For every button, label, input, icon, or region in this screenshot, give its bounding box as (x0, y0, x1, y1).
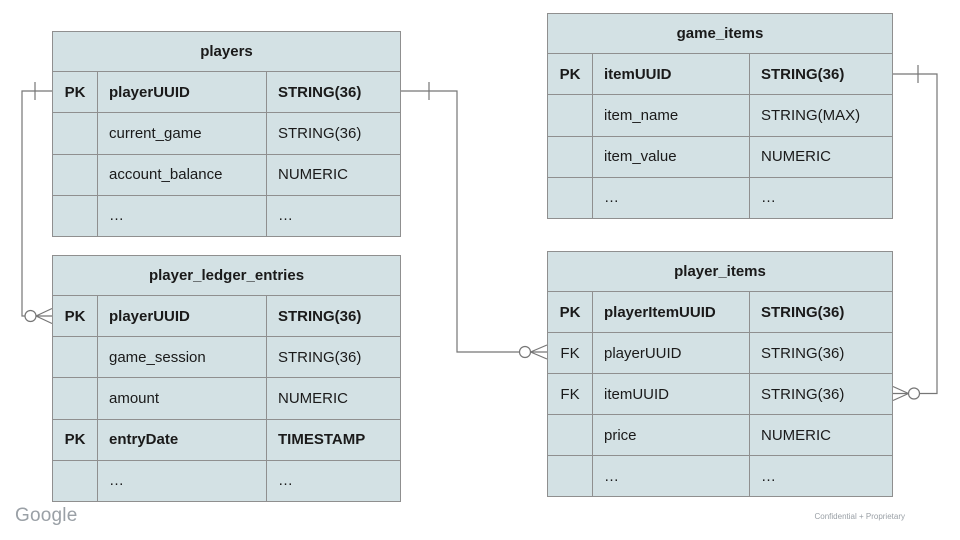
field-name-cell: playerUUID (98, 71, 267, 113)
field-type-cell: STRING(36) (267, 71, 400, 112)
field-name-cell: playerUUID (98, 295, 267, 337)
field-name-cell: … (593, 455, 750, 496)
row-key-cell (548, 94, 593, 136)
field-type-cell: STRING(36) (267, 295, 400, 336)
table-title: player_items (674, 263, 766, 280)
relationship-players-ledger (21, 82, 53, 325)
relationship-game-items-player-items (892, 65, 938, 402)
field-name-cell: game_session (98, 336, 267, 378)
cardinality-zero-circle (518, 345, 532, 359)
cardinality-zero-circle (907, 387, 921, 400)
field-name-cell: itemUUID (593, 373, 750, 414)
table-player-ledger-entries: player_ledger_entries PK playerUUID STRI… (52, 255, 401, 502)
row-key-cell: FK (548, 373, 593, 414)
field-type-cell: … (750, 176, 892, 218)
row-key-cell (53, 153, 98, 195)
field-type-cell: … (267, 194, 400, 236)
classification-label: Confidential + Proprietary (814, 512, 906, 521)
row-key-cell (53, 459, 98, 501)
field-name-cell: item_name (593, 94, 750, 136)
row-key-cell (548, 135, 593, 177)
cardinality-zero-circle (24, 309, 37, 323)
field-type-cell: … (267, 459, 400, 501)
field-name-cell: itemUUID (593, 53, 750, 95)
row-key-cell (53, 336, 98, 378)
field-name-cell: playerUUID (593, 332, 750, 373)
row-key-cell (53, 112, 98, 154)
field-type-cell: STRING(36) (750, 291, 892, 332)
field-name-cell: price (593, 414, 750, 455)
table-title: players (200, 43, 253, 60)
row-key-cell: FK (548, 332, 593, 373)
row-key-cell (548, 455, 593, 496)
table-players: players PK playerUUID STRING(36) current… (52, 31, 401, 237)
field-type-cell: NUMERIC (750, 135, 892, 177)
field-name-cell: playerItemUUID (593, 291, 750, 332)
field-name-cell: current_game (98, 112, 267, 154)
field-type-cell: STRING(36) (267, 336, 400, 377)
row-key-cell: PK (548, 53, 593, 95)
field-type-cell: … (750, 455, 892, 496)
field-type-cell: NUMERIC (267, 377, 400, 418)
table-title: player_ledger_entries (148, 267, 305, 284)
field-name-cell: … (98, 459, 267, 501)
row-key-cell: PK (53, 71, 98, 113)
field-name-cell: item_value (593, 135, 750, 177)
field-type-cell: NUMERIC (267, 153, 400, 195)
field-name-cell: amount (98, 377, 267, 419)
field-type-cell: TIMESTAMP (267, 418, 400, 460)
row-key-cell: PK (548, 291, 593, 332)
row-key-cell (53, 377, 98, 419)
field-type-cell: STRING(36) (750, 53, 892, 94)
google-logo: Google (15, 505, 78, 526)
field-type-cell: STRING(36) (267, 112, 400, 153)
row-key-cell (548, 414, 593, 455)
field-type-cell: STRING(MAX) (750, 94, 892, 135)
field-name-cell: … (98, 194, 267, 236)
row-key-cell: PK (53, 418, 98, 460)
field-type-cell: STRING(36) (750, 332, 892, 373)
table-game-items: game_items PK itemUUID STRING(36) item_n… (547, 13, 893, 219)
table-player-items: player_items PK playerItemUUID STRING(36… (547, 251, 893, 497)
field-name-cell: … (593, 176, 750, 218)
field-type-cell: NUMERIC (750, 414, 892, 455)
field-name-cell: account_balance (98, 153, 267, 195)
row-key-cell (53, 194, 98, 236)
field-name-cell: entryDate (98, 418, 267, 460)
row-key-cell: PK (53, 295, 98, 337)
table-title: game_items (676, 25, 764, 42)
row-key-cell (548, 176, 593, 218)
relationship-players-player-items (401, 82, 548, 360)
field-type-cell: STRING(36) (750, 373, 892, 414)
